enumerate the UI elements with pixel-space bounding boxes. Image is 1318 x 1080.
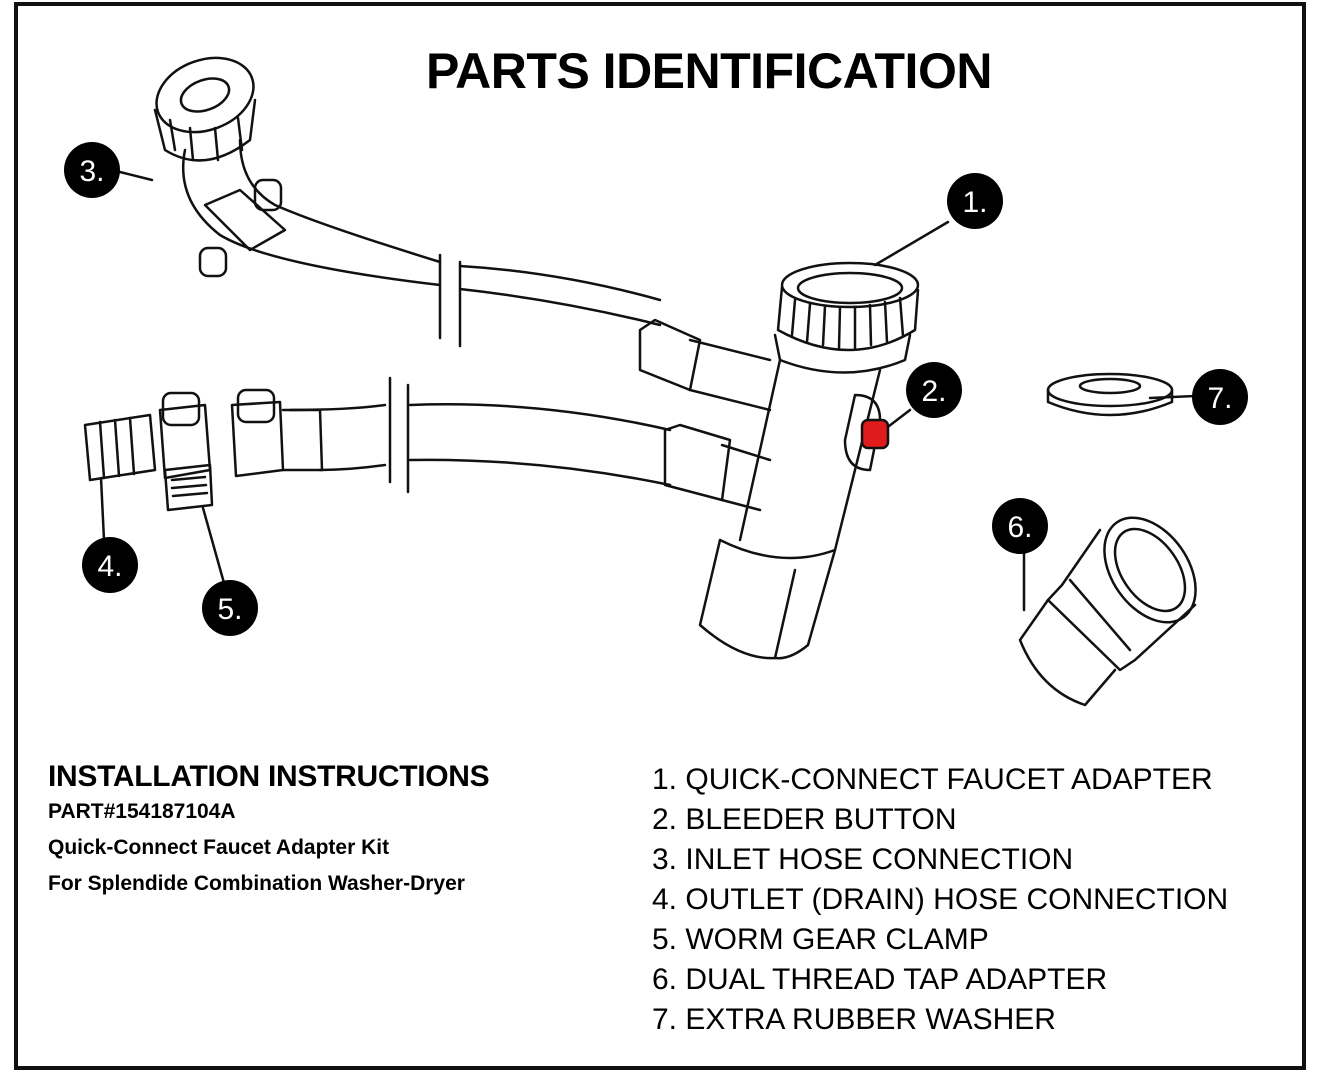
callout-4-label: 4.	[97, 550, 122, 583]
faucet-adapter-illustration	[698, 261, 920, 660]
callout-7: 7.	[1192, 369, 1248, 425]
callout-2: 2.	[906, 362, 962, 418]
leader-line-4	[99, 476, 106, 542]
parts-list-item: 5. WORM GEAR CLAMP	[652, 923, 989, 956]
parts-list-item: 4. OUTLET (DRAIN) HOSE CONNECTION	[652, 883, 1229, 916]
leader-line-3	[118, 170, 154, 182]
instructions-heading: INSTALLATION INSTRUCTIONS	[48, 760, 490, 793]
leader-line-1	[873, 220, 950, 267]
outlet-hose-illustration	[83, 376, 772, 512]
callout-5: 5.	[202, 580, 258, 636]
inlet-hose-illustration	[153, 56, 772, 412]
page-title: PARTS IDENTIFICATION	[426, 43, 992, 99]
callout-6-label: 6.	[1007, 511, 1032, 544]
part-number: PART#154187104A	[48, 800, 236, 823]
bleeder-button-illustration	[860, 418, 890, 450]
callout-2-label: 2.	[921, 375, 946, 408]
callout-7-label: 7.	[1207, 382, 1232, 415]
page-border	[14, 2, 1306, 1070]
callout-1-label: 1.	[962, 186, 987, 219]
callout-3: 3.	[64, 142, 120, 198]
kit-name: Quick-Connect Faucet Adapter Kit	[48, 836, 390, 859]
callout-4: 4.	[82, 537, 138, 593]
leader-line-7	[1148, 394, 1197, 400]
parts-list-item: 3. INLET HOSE CONNECTION	[652, 843, 1074, 876]
parts-list-item: 2. BLEEDER BUTTON	[652, 803, 957, 836]
parts-list-item: 7. EXTRA RUBBER WASHER	[652, 1003, 1056, 1036]
rubber-washer-illustration	[1046, 372, 1174, 417]
callout-3-label: 3.	[79, 155, 104, 188]
callout-1: 1.	[947, 173, 1003, 229]
parts-list-item: 1. QUICK-CONNECT FAUCET ADAPTER	[652, 763, 1213, 796]
leader-line-5	[201, 506, 226, 585]
callout-5-label: 5.	[217, 593, 242, 626]
parts-list-item: 6. DUAL THREAD TAP ADAPTER	[652, 963, 1108, 996]
parts-list: 1. QUICK-CONNECT FAUCET ADAPTER 2. BLEED…	[652, 760, 1228, 1040]
callout-6: 6.	[992, 498, 1048, 554]
installation-instructions: INSTALLATION INSTRUCTIONS PART#154187104…	[48, 760, 490, 908]
applies-to: For Splendide Combination Washer-Dryer	[48, 872, 465, 895]
tap-adapter-illustration	[1018, 516, 1197, 707]
